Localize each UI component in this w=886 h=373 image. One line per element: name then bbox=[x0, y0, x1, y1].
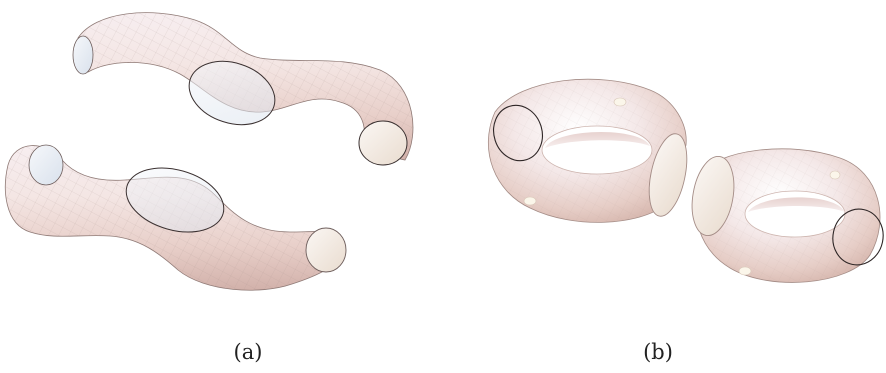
lower-tube-right-opening bbox=[306, 228, 346, 272]
panel-b-diagram bbox=[487, 79, 886, 282]
right-torus bbox=[686, 149, 886, 283]
upper-tube-right-opening bbox=[359, 121, 407, 165]
left-torus bbox=[487, 79, 694, 222]
lower-tube-left-opening bbox=[29, 145, 63, 185]
right-torus-puncture-2 bbox=[739, 267, 751, 275]
panel-a-diagram bbox=[5, 13, 413, 291]
upper-tube-left-opening bbox=[73, 36, 93, 74]
left-torus-puncture-2 bbox=[524, 197, 536, 205]
upper-tube bbox=[73, 13, 413, 165]
right-torus-puncture-1 bbox=[830, 171, 840, 179]
lower-tube bbox=[5, 145, 346, 290]
left-torus-puncture-1 bbox=[614, 98, 626, 106]
caption-b: (b) bbox=[643, 340, 673, 364]
caption-a: (a) bbox=[234, 340, 263, 364]
